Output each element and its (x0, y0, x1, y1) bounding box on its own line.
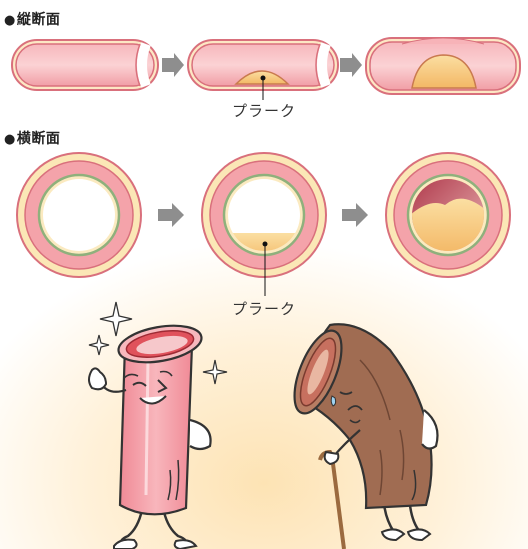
sparkle-icon (89, 335, 109, 355)
vessel-longitudinal-plaque-large (366, 38, 520, 94)
healthy-vessel-character (89, 302, 227, 549)
arrow-right-icon (342, 203, 368, 227)
aged-vessel-character (285, 324, 438, 549)
vessel-cross-healthy (17, 153, 141, 277)
sparkle-icon (203, 360, 227, 384)
vessel-longitudinal-healthy (12, 40, 158, 90)
plaque-label-longitudinal: プラーク (232, 100, 296, 121)
sparkle-icon (100, 302, 132, 336)
cane (320, 452, 344, 549)
arrow-right-icon (158, 203, 184, 227)
vessel-cross-plaque-small (202, 153, 326, 296)
vessel-longitudinal-plaque-small (188, 40, 338, 100)
plaque-label-cross: プラーク (232, 298, 296, 319)
arrow-right-icon (162, 53, 184, 77)
vessel-cross-plaque-large (386, 153, 510, 277)
arrow-right-icon (340, 53, 362, 77)
sweat-icon (331, 396, 335, 406)
